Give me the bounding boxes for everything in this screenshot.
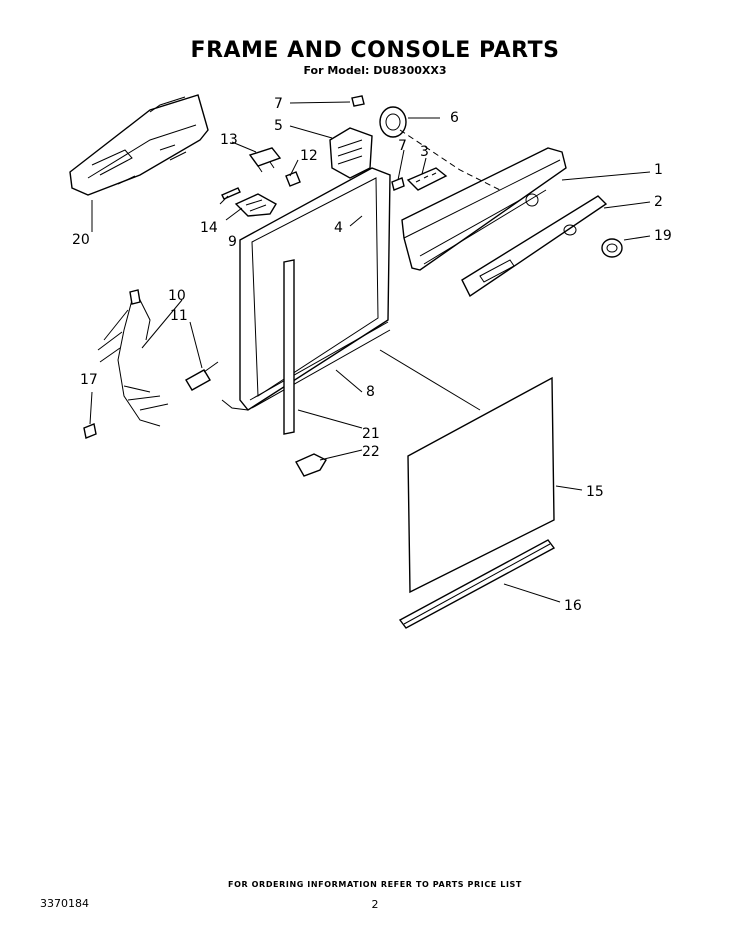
callout-1: 1 [654, 162, 663, 178]
callout-15: 17 [80, 372, 98, 388]
callout-7-right: 7 [398, 138, 407, 154]
door-frame [221, 167, 391, 411]
callout-13: 10 [168, 288, 186, 304]
callout-14: 11 [170, 308, 188, 324]
part-7-screw-right [391, 177, 405, 191]
part-16-housing-cover [69, 94, 209, 196]
callout-5: 5 [274, 118, 283, 134]
callout-2: 2 [654, 194, 663, 210]
part-14-sensor [185, 361, 219, 391]
guide-line-frame-panel [379, 349, 481, 411]
model-subtitle: For Model: DU8300XX3 [303, 64, 447, 77]
callout-4: 4 [334, 220, 343, 236]
page-number: 2 [371, 898, 379, 911]
part-22-clip [295, 453, 327, 477]
callout-16: 20 [72, 232, 90, 248]
callout-11: 12 [300, 148, 318, 164]
callout-8: 8 [366, 384, 375, 400]
part-5-timer [329, 127, 373, 179]
callout-17: 19 [654, 228, 672, 244]
page-title: FRAME AND CONSOLE PARTS [190, 38, 560, 63]
guide-line-dial [399, 129, 501, 191]
part-2-console-trim [461, 195, 608, 298]
callout-7-top: 7 [274, 96, 283, 112]
part-17-knob [601, 238, 623, 258]
callout-6: 6 [450, 110, 459, 126]
part-6-dial [379, 106, 407, 138]
part-10-bracket [234, 193, 277, 217]
part-15-screw [83, 423, 97, 439]
part-19-door-panel [407, 376, 555, 594]
part-12-pin [221, 187, 241, 200]
part-1-console-panel [401, 147, 567, 271]
part-13-wire-harness [97, 289, 169, 427]
callout-10: 9 [228, 234, 237, 250]
part-21-strip [283, 259, 295, 435]
document-number: 3370184 [40, 897, 89, 910]
part-7-screw-top [351, 95, 365, 107]
leader-lines [89, 101, 651, 603]
callout-20: 16 [564, 598, 582, 614]
callout-19: 15 [586, 484, 604, 500]
part-8-bottom-channel [249, 321, 391, 409]
part-9-switch [248, 147, 282, 173]
callout-21: 21 [362, 426, 380, 442]
callout-3: 3 [420, 144, 429, 160]
callout-12: 14 [200, 220, 218, 236]
part-11-clip [285, 171, 301, 187]
ordering-note: FOR ORDERING INFORMATION REFER TO PARTS … [228, 880, 522, 889]
callout-22: 22 [362, 444, 380, 460]
part-3-switch-block [406, 167, 448, 191]
part-20-bottom-trim [398, 539, 556, 629]
callout-9: 13 [220, 132, 238, 148]
